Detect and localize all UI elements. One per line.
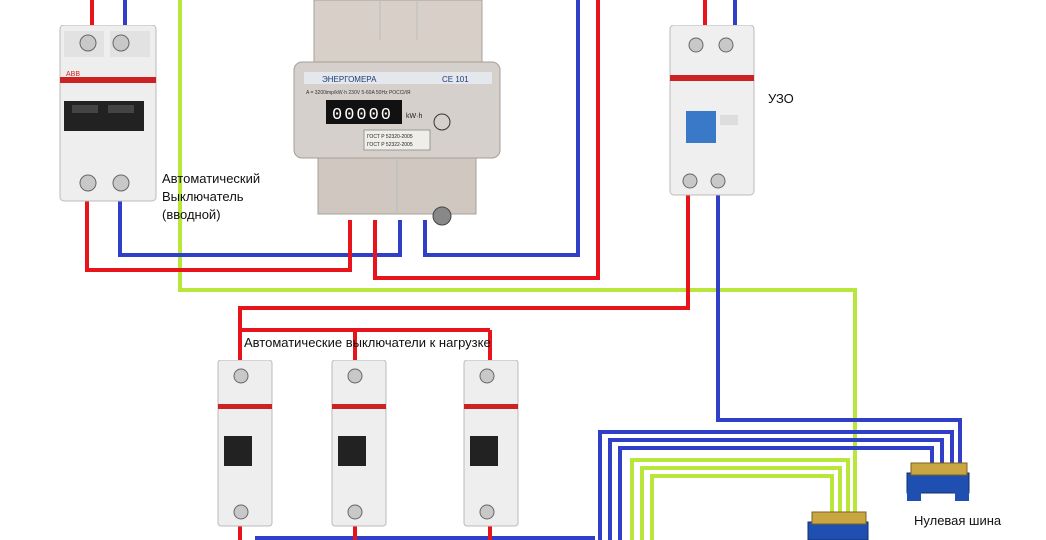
phase-rcd-out [238, 195, 690, 372]
meter-gost-1: ГОСТ Р 52320-2005 [367, 134, 413, 140]
neutral-rcd-out [716, 195, 962, 470]
rcd[interactable] [668, 25, 758, 200]
phase-meter-out [373, 0, 600, 280]
load-breaker-1[interactable] [214, 360, 278, 528]
earth-bus-bar [806, 508, 872, 540]
meter-spec: A = 3200imp/kW·h 230V 5-60A 50Hz РОССИЯ [306, 90, 411, 96]
neutral-bus-2 [608, 438, 944, 540]
main-breaker[interactable]: ABB [58, 25, 160, 205]
neutral-bus-label: Нулевая шина [914, 513, 1002, 528]
meter-gost-2: ГОСТ Р 52322-2005 [367, 142, 413, 148]
abb-logo: ABB [66, 71, 80, 78]
main-breaker-label-line-3: (вводной) [162, 207, 221, 222]
meter-brand: ЭНЕРГОМЕРА [322, 75, 377, 84]
main-breaker-label-line-2: Выключатель [162, 189, 244, 204]
neutral-breaker-meter [118, 195, 402, 257]
neutral-wires [118, 0, 962, 540]
meter-model: CE 101 [442, 75, 469, 84]
earth-wires [178, 0, 857, 540]
meter-display: 00000 [332, 106, 393, 125]
load-breakers-label: Автоматические выключатели к нагрузке [244, 335, 491, 350]
earth-wire-main [178, 0, 857, 535]
earth-wire-3 [640, 466, 842, 540]
phase-breaker-meter [85, 195, 352, 272]
earth-wire-2 [630, 458, 850, 540]
electricity-meter: ЭНЕРГОМЕРА CE 101 A = 3200imp/kW·h 230V … [292, 0, 504, 228]
load-breaker-2[interactable] [328, 360, 392, 528]
rcd-label: УЗО [768, 91, 794, 106]
load-breaker-3[interactable] [460, 360, 524, 528]
earth-wire-4 [650, 474, 834, 540]
neutral-bus-bar [905, 455, 973, 503]
main-breaker-label: Автоматический Выключатель (вводной) [162, 170, 260, 224]
meter-unit: kW·h [406, 113, 422, 120]
main-breaker-label-line-1: Автоматический [162, 171, 261, 186]
neutral-meter-out [423, 0, 580, 257]
neutral-bus-3 [618, 446, 934, 540]
neutral-bus-1 [598, 430, 954, 540]
